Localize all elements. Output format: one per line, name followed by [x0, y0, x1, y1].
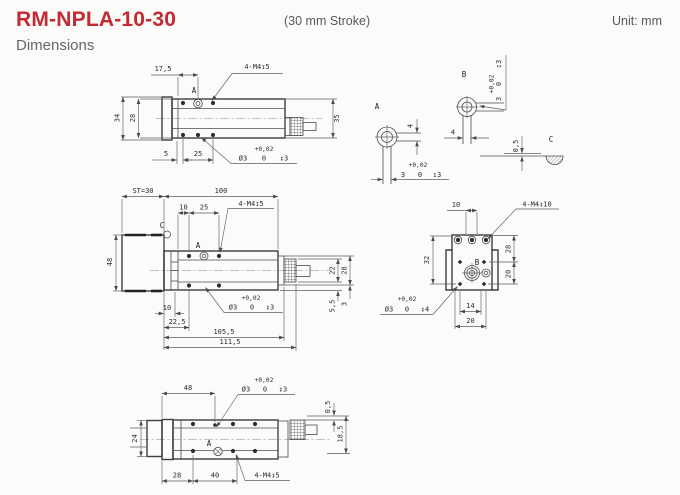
- detail-a-linework: [371, 119, 449, 184]
- side-hole-dia: Ø3: [239, 155, 247, 163]
- side-dim-5: 5: [164, 150, 168, 158]
- detail-b-linework: [444, 55, 507, 144]
- plan-hole-tol-zero: 0: [250, 304, 254, 312]
- side-hole-a-label: A: [192, 86, 197, 95]
- end-dim-20: 20: [505, 270, 513, 278]
- detail-b-tol-zero: 0: [495, 82, 503, 86]
- bottom-dim-40: 40: [211, 472, 219, 480]
- end-dim-32: 32: [423, 256, 431, 264]
- plan-hole-depth: ↧3: [266, 304, 274, 312]
- detail-b-dim-4: 4: [451, 129, 455, 137]
- side-tap-callout: 4-M4↧5: [244, 63, 269, 71]
- detail-c-linework: [480, 136, 564, 171]
- end-view: 10 4-M4↧10 32 28 20 B 14 20 +0,02 Ø3 0 ↧…: [380, 201, 559, 329]
- plan-view-linework: [113, 194, 354, 351]
- detail-b-size: 3: [495, 97, 503, 101]
- detail-a-tol-zero: 0: [418, 171, 422, 179]
- stroke-note: (30 mm Stroke): [284, 14, 371, 28]
- detail-a-view: A 4 +0,02 3 0 ↧3: [371, 102, 449, 184]
- side-hole-depth: ↧3: [280, 155, 288, 163]
- plan-dim-3: 3: [341, 302, 349, 306]
- side-dim-28: 28: [129, 114, 137, 122]
- end-dim-b20: 20: [466, 317, 474, 325]
- plan-dim-22: 22: [329, 266, 337, 274]
- side-hole-tol-plus: +0,02: [255, 146, 274, 153]
- end-hole-dia: Ø3: [385, 306, 393, 314]
- detail-a-label: A: [375, 102, 380, 111]
- plan-dim-111-5: 111,5: [219, 338, 240, 346]
- plan-label-a: A: [196, 241, 201, 250]
- plan-dim-25: 25: [200, 204, 208, 212]
- plan-dim-48: 48: [106, 258, 114, 266]
- end-dim-10: 10: [452, 201, 460, 209]
- side-dim-35: 35: [333, 114, 341, 122]
- detail-a-tol-plus: +0,02: [409, 162, 428, 169]
- bottom-tap-callout: 4-M4↧5: [254, 472, 279, 480]
- bottom-dim-48: 48: [184, 384, 192, 392]
- end-hole-tol-plus: +0,02: [398, 296, 417, 303]
- end-dim-14: 14: [466, 302, 474, 310]
- unit-note: Unit: mm: [612, 14, 662, 28]
- side-dim-17-5: 17,5: [155, 65, 172, 73]
- detail-a-depth: ↧3: [433, 171, 441, 179]
- detail-a-dim-4: 4: [407, 124, 415, 128]
- end-tap-callout: 4-M4↧10: [522, 201, 552, 209]
- bottom-dim-28: 28: [173, 472, 181, 480]
- detail-a-size: 3: [401, 171, 405, 179]
- bottom-hole-tol-zero: 0: [263, 386, 267, 394]
- plan-tap-callout: 4-M4↧5: [238, 200, 263, 208]
- plan-view: ST=30 100 10 25 4-M4↧5 C A 48 10 22,5 10…: [106, 187, 354, 351]
- bottom-dim-18-5: 18,5: [337, 426, 345, 443]
- side-view: A 17,5 4-M4↧5 34 28 35 5 25 +0,02 Ø3 0 ↧…: [114, 63, 341, 164]
- side-dim-25: 25: [194, 150, 202, 158]
- bottom-label-a: A: [207, 439, 212, 448]
- end-dim-28: 28: [505, 245, 513, 253]
- detail-c-view: C 0,5: [480, 135, 564, 171]
- bottom-dim-24: 24: [131, 434, 139, 442]
- end-label-b: B: [475, 258, 480, 267]
- side-hole-tol-zero: 0: [262, 155, 266, 163]
- detail-c-dim-0-5: 0,5: [512, 140, 520, 153]
- detail-b-view: B 4 3 +0,02 0 ↧3: [444, 55, 507, 144]
- end-hole-depth: ↧4: [421, 306, 429, 314]
- plan-dim-10b: 10: [163, 304, 171, 312]
- detail-c-label: C: [549, 135, 554, 144]
- bottom-dim-0-5: 0,5: [324, 401, 332, 414]
- plan-dim-10: 10: [179, 204, 187, 212]
- side-view-linework: [121, 73, 337, 164]
- detail-b-tol-plus: +0,02: [489, 74, 496, 93]
- page-title: RM-NPLA-10-30: [16, 8, 177, 31]
- detail-b-label: B: [462, 70, 467, 79]
- end-view-linework: [380, 208, 559, 329]
- plan-dim-22-5: 22,5: [169, 318, 186, 326]
- plan-dim-100: 100: [215, 187, 228, 195]
- plan-hole-dia: Ø3: [229, 304, 237, 312]
- plan-dim-28: 28: [341, 266, 349, 274]
- plan-dim-105-5: 105,5: [213, 328, 234, 336]
- end-hole-tol-zero: 0: [405, 306, 409, 314]
- plan-hole-tol-plus: +0,02: [242, 295, 261, 302]
- plan-dim-5-5: 5,5: [329, 300, 337, 313]
- side-dim-34: 34: [114, 114, 122, 122]
- detail-b-depth: ↧3: [495, 60, 503, 68]
- bottom-hole-dia: Ø3: [242, 386, 250, 394]
- bottom-hole-depth: ↧3: [279, 386, 287, 394]
- plan-label-c: C: [160, 221, 165, 230]
- section-subtitle: Dimensions: [16, 37, 95, 54]
- bottom-view-linework: [130, 391, 350, 484]
- bottom-view: 48 +0,02 Ø3 0 ↧3 0,5 18,5 24 28 40 4-M4↧…: [130, 377, 350, 484]
- bottom-hole-tol-plus: +0,02: [255, 377, 274, 384]
- plan-dim-st30: ST=30: [132, 187, 153, 195]
